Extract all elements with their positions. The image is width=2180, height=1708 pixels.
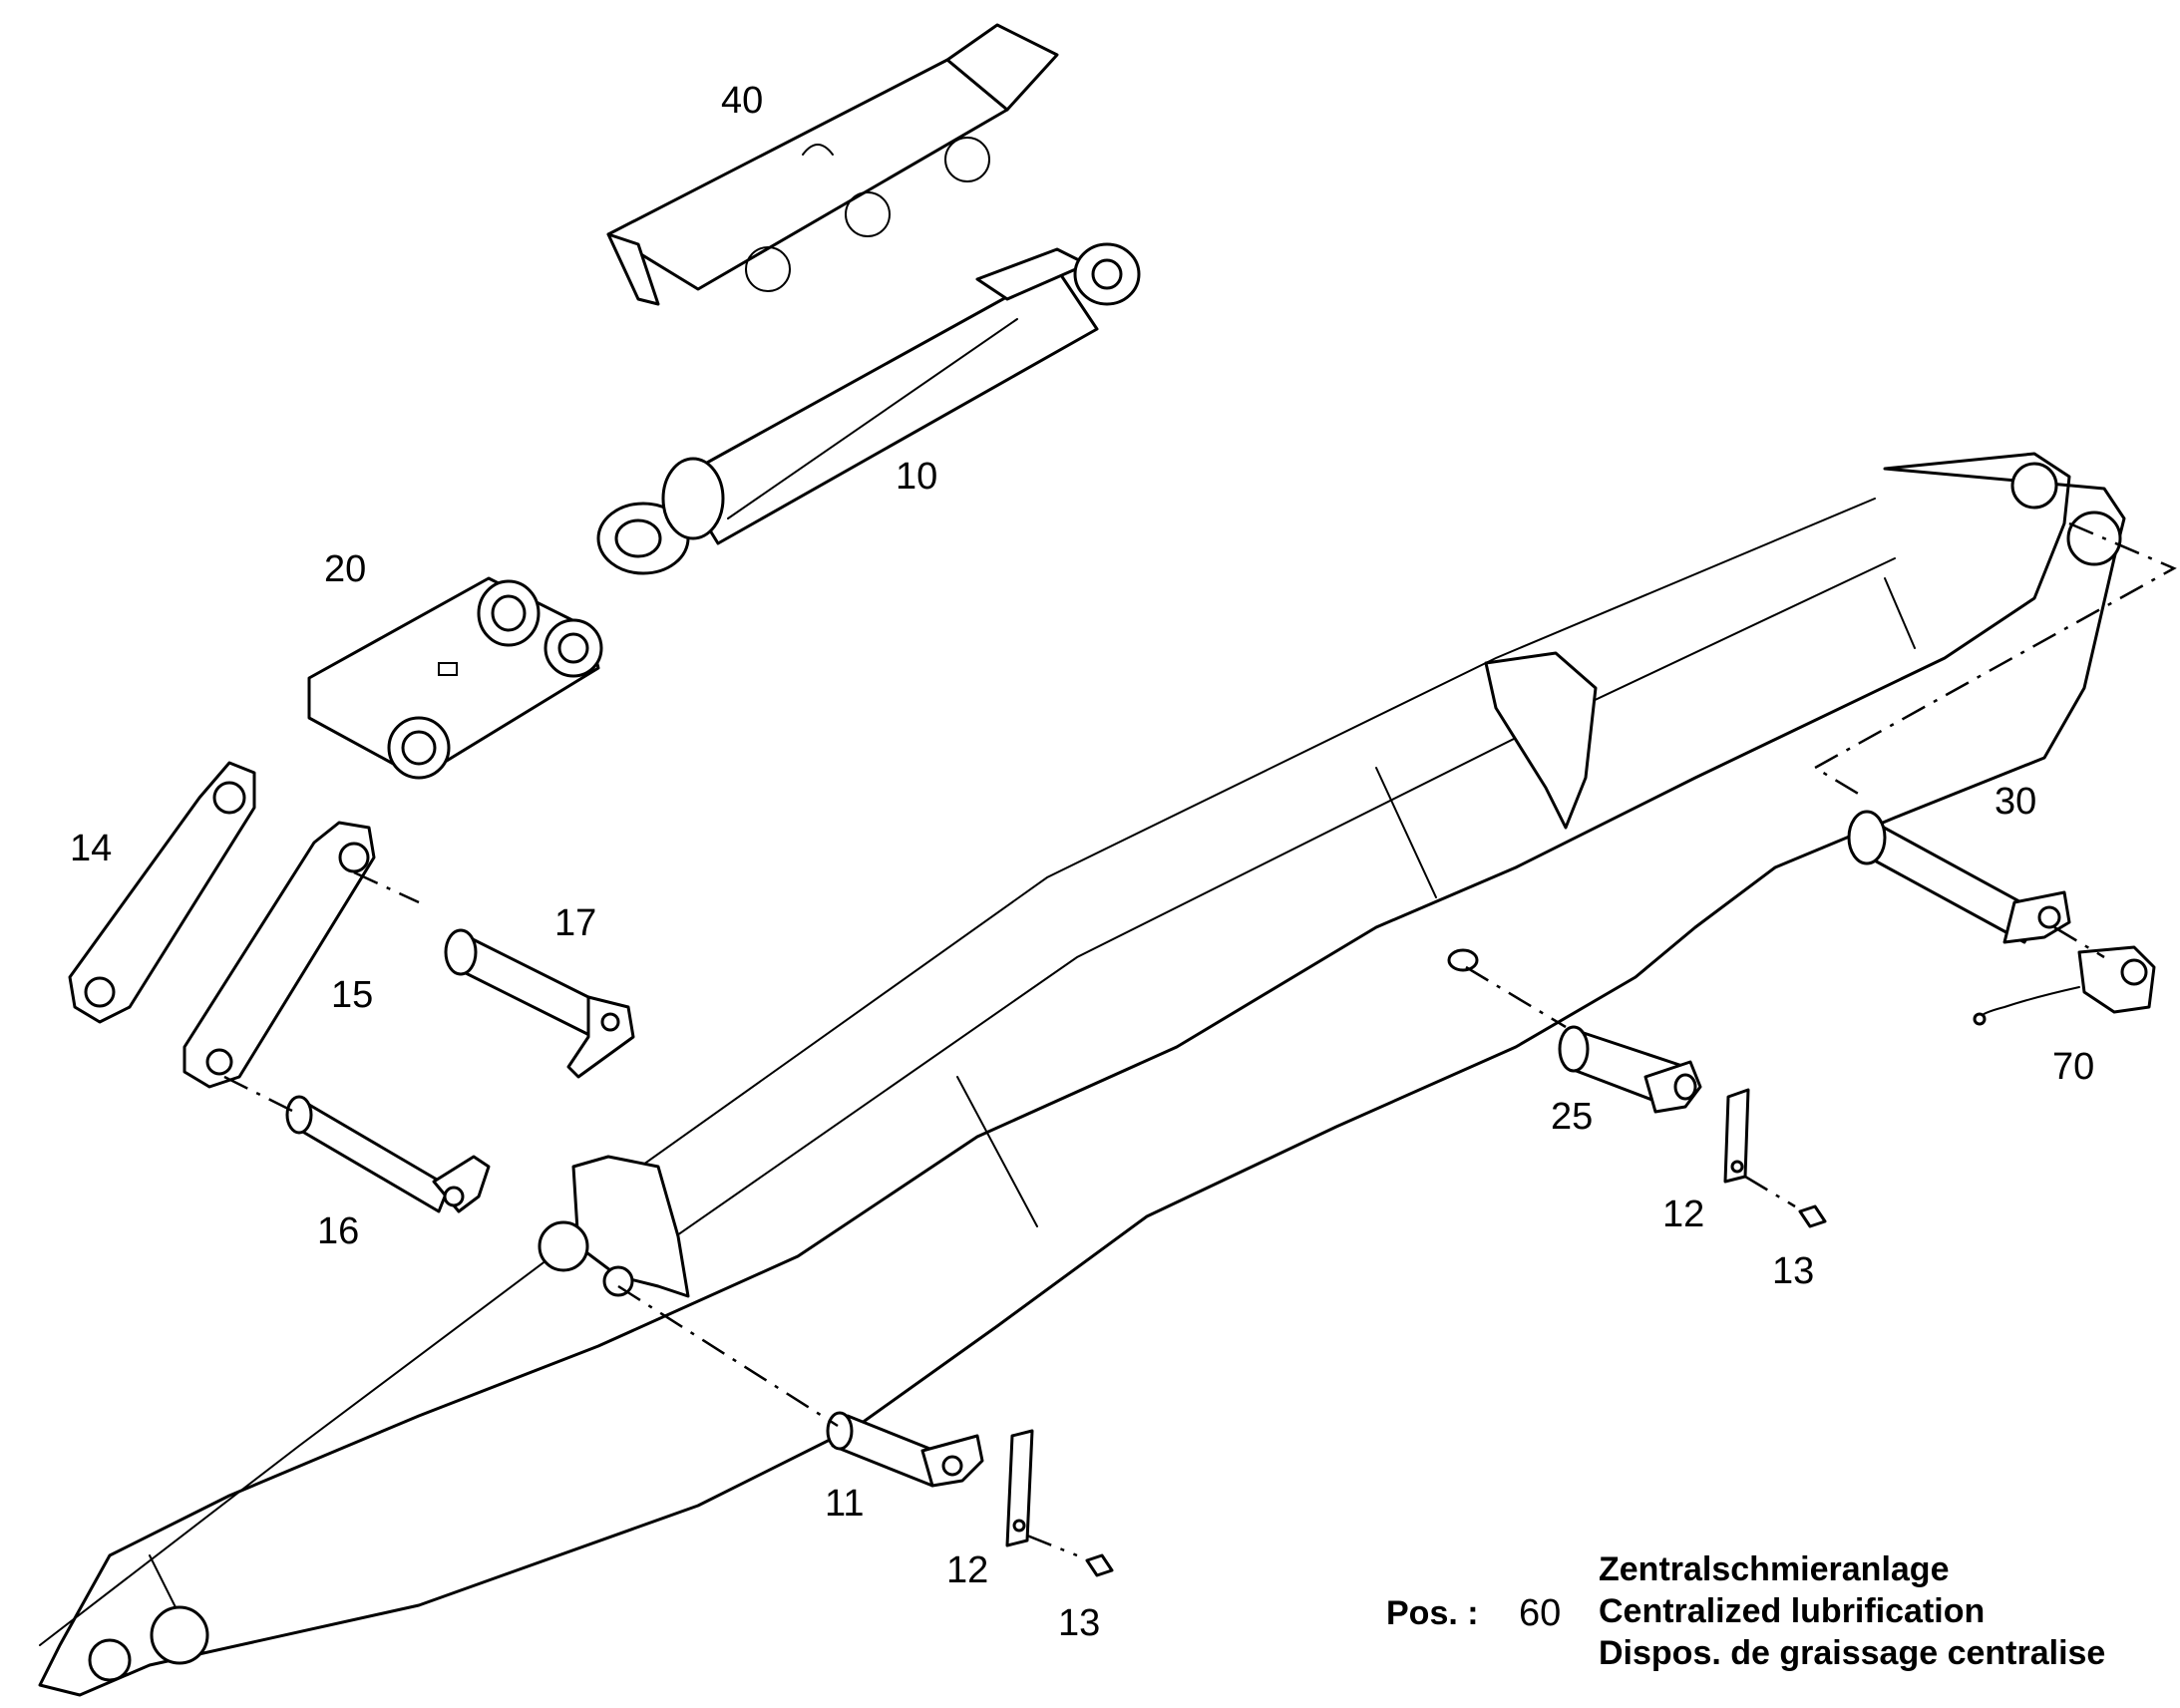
boom-foot-eye [88,1605,209,1682]
callout-70: 70 [2052,1046,2094,1088]
position-number: 60 [1519,1592,1562,1634]
part-11-pin [826,1411,984,1488]
assembly-lines [223,521,2177,1557]
boom-front-eye [2010,462,2122,566]
callout-labels: 40 10 20 14 15 17 16 30 70 25 12 13 11 1… [70,80,2094,1644]
legend-french: Dispos. de graissage centralise [1599,1634,2106,1672]
callout-13-lower: 13 [1058,1602,1100,1644]
part-12-plate-upper [1723,1088,1750,1184]
part-13-screw-upper [1798,1204,1827,1228]
position-label: Pos. : [1386,1594,1479,1632]
callout-11: 11 [825,1483,864,1525]
part-16-pin [285,1095,491,1213]
callout-13-upper: 13 [1772,1250,1814,1292]
callout-10: 10 [896,456,937,498]
boom-arm [38,452,2126,1697]
part-40-cover [606,23,1059,306]
callout-15: 15 [331,974,373,1016]
part-20-rocker [307,576,603,780]
part-70-sensor [1973,945,2156,1026]
callout-12-lower: 12 [946,1549,988,1591]
part-15-link [182,821,376,1089]
legend-description: Zentralschmieranlage Centralized lubrifi… [1599,1548,2105,1674]
part-10-cylinder [596,242,1141,575]
callout-14: 14 [70,828,112,869]
boom-lower-bracket [538,1155,690,1298]
callout-16: 16 [317,1210,359,1252]
part-30-pin [1847,810,2071,944]
part-13-screw-lower [1085,1553,1114,1577]
callout-20: 20 [324,548,366,590]
boom-pivot-hole [1447,948,1479,972]
part-14-link [68,761,256,1024]
part-25-pin [1558,1025,1702,1114]
part-17-pin [444,928,635,1079]
boom-upper-bracket [1484,651,1598,830]
callout-17: 17 [554,902,596,944]
callout-40: 40 [721,80,763,122]
part-12-plate-lower [1005,1429,1034,1547]
callout-30: 30 [1995,781,2036,823]
legend-german: Zentralschmieranlage [1599,1550,1950,1588]
legend-english: Centralized lubrification [1599,1592,1986,1630]
callout-25: 25 [1551,1096,1593,1138]
callout-12-upper: 12 [1662,1194,1704,1235]
